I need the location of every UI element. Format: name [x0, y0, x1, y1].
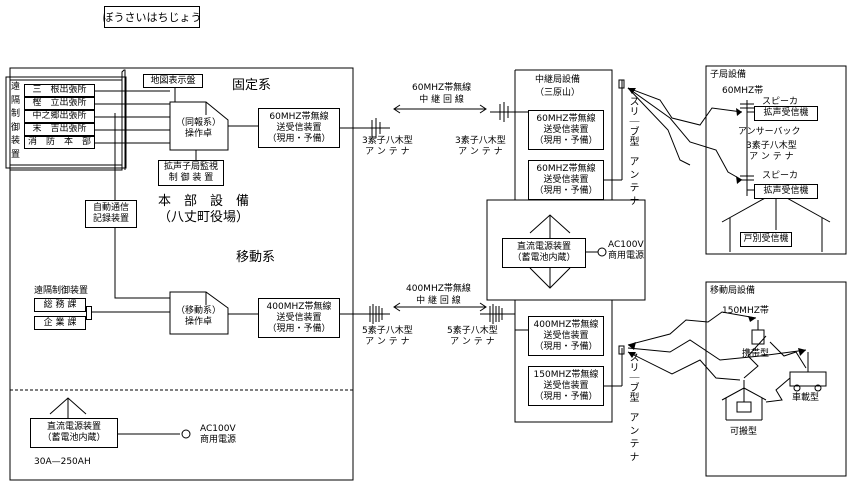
battery-capacity-label: 30A—250AH: [34, 457, 91, 467]
transportable-label: 可搬型: [730, 427, 758, 437]
child-station-frame: [706, 66, 846, 254]
relay-yagi5-label: 5素子八木型ア ン テ ナ: [447, 326, 498, 347]
relay-radio-400: 400MHZ帯無線送受信装置（現用・予備）: [528, 316, 604, 356]
answerback-label: アンサーバック: [738, 127, 801, 137]
office-sueyoshi: 末 吉出張所: [24, 123, 95, 136]
hq-fixed-frame-edge: [122, 70, 125, 170]
relay-title: 中継局設備（三原山）: [535, 75, 581, 98]
mobile-console-label: （移動系）操作卓: [176, 306, 222, 327]
wave-vehicle-transportable: [766, 378, 790, 402]
wave-portable-vehicle: [770, 342, 806, 368]
vehicle-label: 車載型: [792, 393, 820, 403]
hq-ac-socket: [182, 430, 190, 438]
portable-label: 携帯型: [742, 349, 770, 359]
child-yagi-label: 3素子八木型ア ン テ ナ: [746, 141, 797, 162]
supervision-control-unit: 拡声子局監視制 御 装 置: [158, 160, 224, 186]
child-speaker-1: スピーカ: [762, 97, 799, 107]
child-station-title: 子局設備: [710, 70, 747, 80]
mobile-band-label: 150MHZ帯: [722, 306, 769, 316]
mobile-station-frame: [706, 282, 846, 476]
hq-yagi5-label: 5素子八木型ア ン テ ナ: [362, 326, 413, 347]
relay-yagi3-label: 3素子八木型ア ン テ ナ: [455, 136, 506, 157]
relay-sleeve-upper-label: スリ｜ブ型 ア ン テ ナ: [627, 96, 638, 206]
office-fire-hq: 消 防 本 部: [24, 136, 95, 149]
relay-radio-60b: 60MHZ帯無線送受信装置（現用・予備）: [528, 160, 604, 200]
relay-dc-power-unit: 直流電源装置（蓄電池内蔵）: [502, 238, 586, 268]
hq-radio-400mhz: 400MHZ帯無線送受信装置（現用・予備）: [258, 298, 340, 338]
fixed-system-label: 固定系: [232, 78, 272, 93]
relay-ac-socket: [598, 248, 606, 256]
dept-general-affairs: 総 務 課: [34, 298, 86, 312]
remote-ctrl-side-label: 遠隔制御装置: [11, 82, 21, 160]
vehicle-body: [790, 372, 826, 386]
remote-dept-connector: [86, 306, 92, 320]
hq-title: 本 部 設 備（八丈町役場）: [158, 194, 250, 225]
hq-radio-60mhz: 60MHZ帯無線送受信装置（現用・予備）: [258, 108, 340, 148]
wave-relay-vehicle: [628, 340, 806, 360]
wave-relay-child-3: [628, 88, 690, 165]
wave-relay-transportable: [628, 352, 740, 380]
link400-label: 400MHZ帯無線中 継 回 線: [406, 284, 471, 306]
relay-radio-60a: 60MHZ帯無線送受信装置（現用・予備）: [528, 110, 604, 150]
relay-sleeve-lower-label: スリ｜ブ型 ア ン テ ナ: [627, 352, 638, 462]
child-receiver-1: 拡声受信機: [754, 106, 818, 121]
dept-enterprise: 企 業 課: [34, 316, 86, 330]
relay-radio-150: 150MHZ帯無線送受信装置（現用・予備）: [528, 366, 604, 406]
office-nakanogo: 中之郷出張所: [24, 110, 95, 123]
office-kashitate: 樫 立出張所: [24, 97, 95, 110]
link60-label: 60MHZ帯無線中 継 回 線: [412, 83, 472, 105]
wave-relay-portable: [628, 312, 756, 345]
office-mine: 三 根出張所: [24, 84, 95, 97]
hq-building-frame: [10, 68, 353, 480]
record-link-down: [115, 228, 170, 298]
map-display-panel: 地図表示盤: [143, 74, 203, 88]
wave-relay-child-2: [628, 88, 742, 180]
hq-fixed-frame: [10, 77, 122, 170]
app-title-label: ぼうさいはちじょう: [103, 6, 202, 28]
home-receiver: 戸別受信機: [740, 232, 792, 247]
mobile-console-shape: [169, 291, 229, 335]
wave-relay-child-1: [628, 88, 742, 125]
child-speaker-2: スピーカ: [762, 171, 799, 181]
child-band-label: 60MHZ帯: [722, 86, 764, 96]
remote-ctrl-label: 遠隔制御装置: [34, 286, 89, 296]
hq-yagi3-label: 3素子八木型ア ン テ ナ: [362, 136, 413, 157]
auto-record-unit: 自動通信記録装置: [85, 200, 137, 228]
wave-portable-transportable: [744, 336, 766, 378]
child-receiver-2: 拡声受信機: [754, 184, 818, 199]
remote-office-outer-frame: [6, 77, 126, 168]
fixed-console-label: （同報系）操作卓: [176, 118, 222, 139]
mobile-station-title: 移動局設備: [710, 286, 756, 296]
mobile-system-label: 移動系: [236, 250, 276, 265]
portable-radio: [752, 330, 764, 344]
fixed-console-shape: [169, 101, 229, 151]
hq-dc-power-unit: 直流電源装置（蓄電池内蔵）: [30, 418, 118, 448]
